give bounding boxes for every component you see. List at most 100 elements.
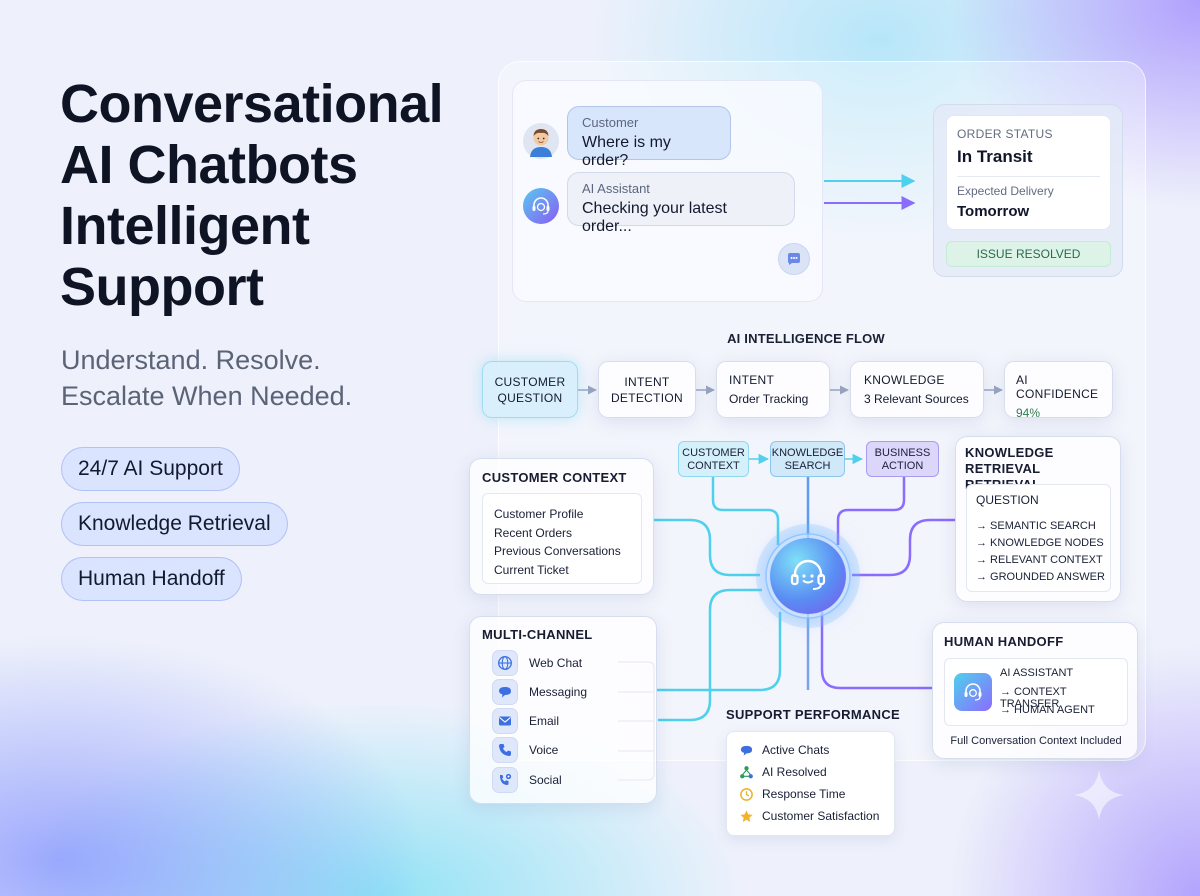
- handoff-footer: Full Conversation Context Included: [950, 735, 1122, 747]
- flow-step-ai-confidence: AI CONFIDENCE 94%: [1004, 361, 1113, 420]
- flow-step-line1: CUSTOMER: [494, 375, 566, 389]
- perf-ai-resolved: AI Resolved: [739, 761, 879, 783]
- context-item: Current Ticket: [494, 562, 569, 577]
- handoff-step: → CONTEXT TRANSFER: [1000, 686, 1067, 710]
- assistant-bubble: AI Assistant Checking your latest order.…: [567, 172, 795, 235]
- assistant-label: AI Assistant: [582, 181, 650, 196]
- channel-messaging[interactable]: Messaging: [529, 685, 588, 699]
- knowledge-step: → SEMANTIC SEARCH: [976, 520, 1096, 532]
- context-item: Recent Orders: [494, 525, 573, 540]
- knowledge-step: → GROUNDED ANSWER: [976, 571, 1105, 583]
- flow-step-line1: INTENT: [624, 375, 670, 389]
- perf-label: Response Time: [762, 787, 846, 801]
- customer-context-list: Customer Profile Recent Orders Previous …: [482, 493, 642, 584]
- hero-subtitle: Understand. Resolve. Escalate When Neede…: [61, 345, 353, 411]
- channel-email[interactable]: Email: [529, 714, 560, 728]
- channel-social[interactable]: Social: [529, 773, 562, 787]
- delivery-value: Tomorrow: [957, 203, 1030, 220]
- assistant-avatar: [523, 188, 559, 224]
- perf-label: AI Resolved: [762, 765, 827, 779]
- order-status-value: In Transit: [957, 147, 1033, 166]
- ai-headset-icon: [790, 559, 826, 590]
- knowledge-retrieval-card: KNOWLEDGE RETRIEVAL RETRIEVAL QUESTION →…: [955, 436, 1121, 602]
- pipeline-line1: KNOWLEDGE: [771, 447, 844, 459]
- message-icon: [492, 679, 518, 705]
- headset-icon: [532, 197, 550, 215]
- human-handoff-title: HUMAN HANDOFF: [944, 634, 1064, 649]
- confidence-value: 94%: [1016, 406, 1041, 420]
- multi-channel-title: MULTI-CHANNEL: [482, 627, 593, 642]
- flow-step-line2: DETECTION: [610, 391, 684, 405]
- customer-context-card: CUSTOMER CONTEXT Customer Profile Recent…: [469, 458, 654, 595]
- customer-bubble: Customer Where is my order?: [567, 106, 731, 169]
- handoff-assistant-icon: [954, 673, 992, 711]
- pipeline-line2: ACTION: [881, 460, 924, 472]
- ai-hub: [770, 538, 846, 614]
- social-icon: [492, 767, 518, 793]
- globe-icon: [492, 650, 518, 676]
- pill-human-handoff: Human Handoff: [61, 557, 242, 601]
- order-status-label: ORDER STATUS: [957, 127, 1053, 141]
- multi-channel-card: MULTI-CHANNEL Web Chat Messaging Email V…: [469, 616, 657, 804]
- customer-label: Customer: [582, 115, 639, 130]
- flow-step-line1: AI CONFIDENCE: [1016, 373, 1099, 401]
- typing-bubble-icon: [788, 253, 800, 265]
- pipeline-business-action: BUSINESS ACTION: [866, 441, 939, 477]
- pipeline-knowledge-search: KNOWLEDGE SEARCH: [770, 441, 845, 477]
- flow-step-line1: KNOWLEDGE: [864, 373, 945, 387]
- pill-knowledge-retrieval: Knowledge Retrieval: [61, 502, 288, 546]
- context-item: Customer Profile: [494, 507, 584, 521]
- pipeline-line2: CONTEXT: [687, 460, 740, 472]
- sparkle-icon: [1074, 770, 1124, 820]
- knowledge-step: → KNOWLEDGE NODES: [976, 537, 1104, 549]
- pipeline-line1: BUSINESS: [874, 447, 931, 459]
- pill-24-7-support: 24/7 AI Support: [61, 447, 240, 491]
- pipeline-line1: CUSTOMER: [682, 447, 745, 459]
- handoff-assistant-label: AI ASSISTANT: [1000, 667, 1074, 679]
- support-performance-title: SUPPORT PERFORMANCE: [726, 707, 900, 722]
- customer-context-title: CUSTOMER CONTEXT: [482, 470, 627, 485]
- flow-step-knowledge: KNOWLEDGE 3 Relevant Sources: [850, 361, 984, 418]
- handoff-flow: AI ASSISTANT → CONTEXT TRANSFER → HUMAN …: [944, 658, 1128, 726]
- flow-title: AI INTELLIGENCE FLOW: [727, 331, 885, 346]
- channel-voice[interactable]: Voice: [529, 743, 559, 757]
- star-icon: [740, 809, 753, 822]
- phone-icon: [492, 737, 518, 763]
- flow-step-customer-question: CUSTOMER QUESTION: [482, 361, 578, 418]
- context-item: Previous Conversations: [494, 544, 621, 558]
- network-icon: [740, 765, 753, 778]
- perf-customer-satisfaction: Customer Satisfaction: [739, 805, 879, 827]
- flow-step-line1: INTENT: [729, 373, 775, 387]
- flow-step-intent-detection: INTENT DETECTION: [598, 361, 696, 418]
- customer-message: Where is my order?: [582, 134, 671, 169]
- human-handoff-card: HUMAN HANDOFF AI ASSISTANT → CONTEXT TRA…: [932, 622, 1138, 759]
- chat-icon: [740, 745, 753, 756]
- channel-web-chat[interactable]: Web Chat: [529, 656, 583, 670]
- pipeline-line2: SEARCH: [784, 460, 831, 472]
- customer-avatar: [523, 123, 559, 159]
- chat-typing-button[interactable]: [778, 243, 810, 275]
- headset-icon: [964, 683, 982, 701]
- perf-response-time: Response Time: [739, 783, 879, 805]
- knowledge-step: → RELEVANT CONTEXT: [976, 554, 1103, 566]
- hero-title: Conversational AI Chatbots Intelligent S…: [60, 74, 444, 317]
- handoff-step: → HUMAN AGENT: [1000, 704, 1095, 716]
- clock-icon: [740, 787, 753, 801]
- order-status-details: ORDER STATUS In Transit Expected Deliver…: [946, 115, 1111, 230]
- assistant-message: Checking your latest order...: [582, 200, 727, 235]
- flow-step-line2: Order Tracking: [729, 392, 809, 406]
- flow-step-line2: QUESTION: [497, 391, 563, 405]
- knowledge-title-line1: KNOWLEDGE RETRIEVAL: [965, 445, 1054, 476]
- issue-resolved-badge: ISSUE RESOLVED: [946, 241, 1111, 267]
- order-divider: [957, 176, 1100, 177]
- knowledge-question: QUESTION: [976, 493, 1039, 507]
- perf-label: Active Chats: [762, 743, 830, 757]
- knowledge-steps: QUESTION → SEMANTIC SEARCH → KNOWLEDGE N…: [966, 484, 1111, 592]
- email-icon: [492, 708, 518, 734]
- perf-label: Customer Satisfaction: [762, 809, 880, 823]
- pipeline-customer-context: CUSTOMER CONTEXT: [678, 441, 749, 477]
- delivery-label: Expected Delivery: [957, 184, 1054, 198]
- flow-step-intent: INTENT Order Tracking: [716, 361, 830, 418]
- flow-step-line2: 3 Relevant Sources: [864, 392, 969, 406]
- support-performance-card: Active Chats AI Resolved Response Time C…: [726, 731, 895, 836]
